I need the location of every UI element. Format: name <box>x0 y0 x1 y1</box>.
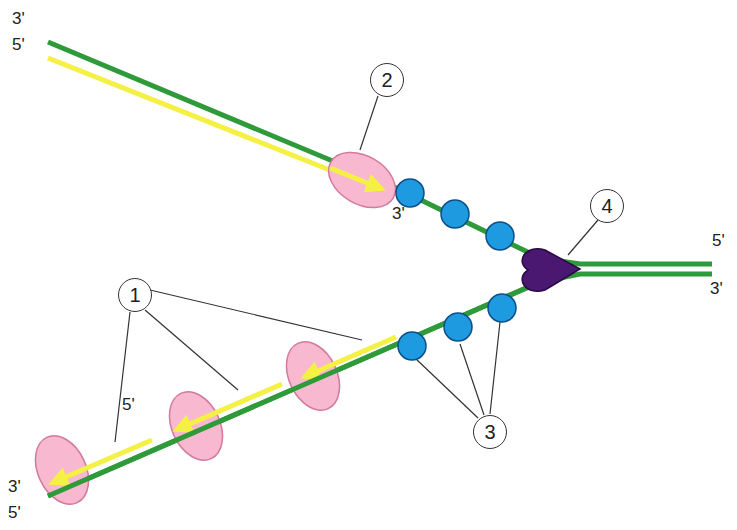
leader-lines <box>115 96 598 442</box>
okazaki-fragment <box>52 440 152 483</box>
template-strand <box>390 185 712 264</box>
callout-number: 1 <box>129 285 140 305</box>
callout-circle: 4 <box>590 189 624 223</box>
strand-end-label: 3' <box>8 478 21 495</box>
strand-end-label: 3' <box>392 205 405 222</box>
strand-end-label: 5' <box>8 504 21 521</box>
callout-number: 4 <box>601 196 612 216</box>
okazaki-fragment <box>176 384 282 430</box>
strand-end-label: 5' <box>122 396 135 413</box>
okazaki-fragment <box>304 337 396 377</box>
ssb-protein <box>396 179 516 360</box>
callout-circle: 1 <box>118 278 152 312</box>
strand-end-label: 3' <box>12 10 25 27</box>
callout-circle: 2 <box>370 63 404 97</box>
dna-polymerase <box>276 333 350 419</box>
callout-number: 2 <box>381 70 392 90</box>
strand-end-label: 5' <box>712 232 725 249</box>
callout-number: 3 <box>484 422 495 442</box>
template-strand <box>48 274 712 496</box>
template-strand <box>48 282 540 496</box>
callout-circle: 3 <box>473 415 507 449</box>
helicase <box>522 249 580 291</box>
strand-end-label: 5' <box>12 36 25 53</box>
dna-polymerase <box>159 383 233 469</box>
strand-end-label: 3' <box>710 280 723 297</box>
